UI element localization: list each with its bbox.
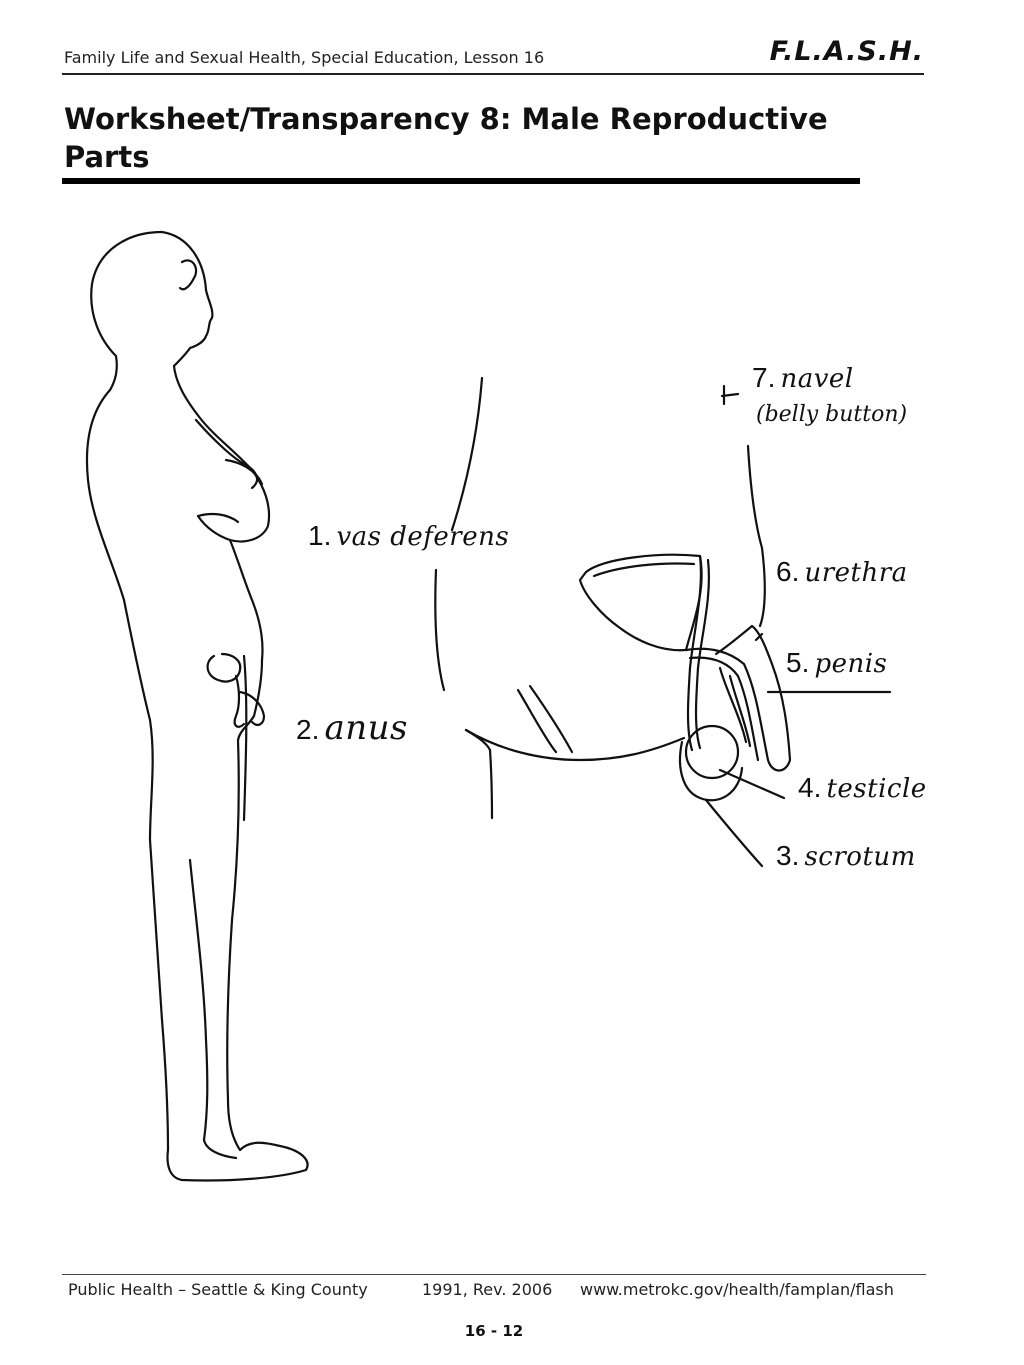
page-number: 16 - 12 <box>464 1322 524 1340</box>
label-3-number: 3. <box>776 840 800 871</box>
label-5-text: penis <box>814 649 888 679</box>
brand-logo-text: F.L.A.S.H. <box>769 36 924 67</box>
label-1-number: 1. <box>308 520 332 551</box>
label-7-text: navel <box>780 364 854 394</box>
navel-note: (belly button) <box>756 402 908 427</box>
title-rule <box>62 178 860 184</box>
label-7-number: 7. <box>752 362 776 393</box>
label-4: 4. testicle <box>798 772 927 804</box>
page-title: Worksheet/Transparency 8: Male Reproduct… <box>64 102 828 174</box>
label-7: 7. navel <box>752 362 854 394</box>
header-rule <box>62 73 924 75</box>
footer-org: Public Health – Seattle & King County <box>68 1280 368 1299</box>
cross-section-diagram <box>434 376 892 868</box>
label-5-number: 5. <box>786 647 810 678</box>
label-1: 1. vas deferens <box>308 520 509 552</box>
footer-date: 1991, Rev. 2006 <box>422 1280 553 1299</box>
footer-url: www.metrokc.gov/health/famplan/flash <box>580 1280 894 1299</box>
standing-figure <box>85 230 309 1182</box>
footer-rule <box>62 1274 926 1275</box>
label-2: 2. anus <box>296 708 408 748</box>
course-header: Family Life and Sexual Health, Special E… <box>64 48 545 67</box>
label-3-text: scrotum <box>804 842 916 872</box>
label-2-number: 2. <box>296 714 320 745</box>
label-1-text: vas deferens <box>336 522 510 552</box>
label-2-text: anus <box>324 708 408 748</box>
label-4-number: 4. <box>798 772 822 803</box>
label-6: 6. urethra <box>776 556 908 588</box>
label-6-text: urethra <box>804 558 908 588</box>
label-6-number: 6. <box>776 556 800 587</box>
label-3: 3. scrotum <box>776 840 916 872</box>
label-4-text: testicle <box>826 774 927 804</box>
label-5: 5. penis <box>786 647 887 679</box>
